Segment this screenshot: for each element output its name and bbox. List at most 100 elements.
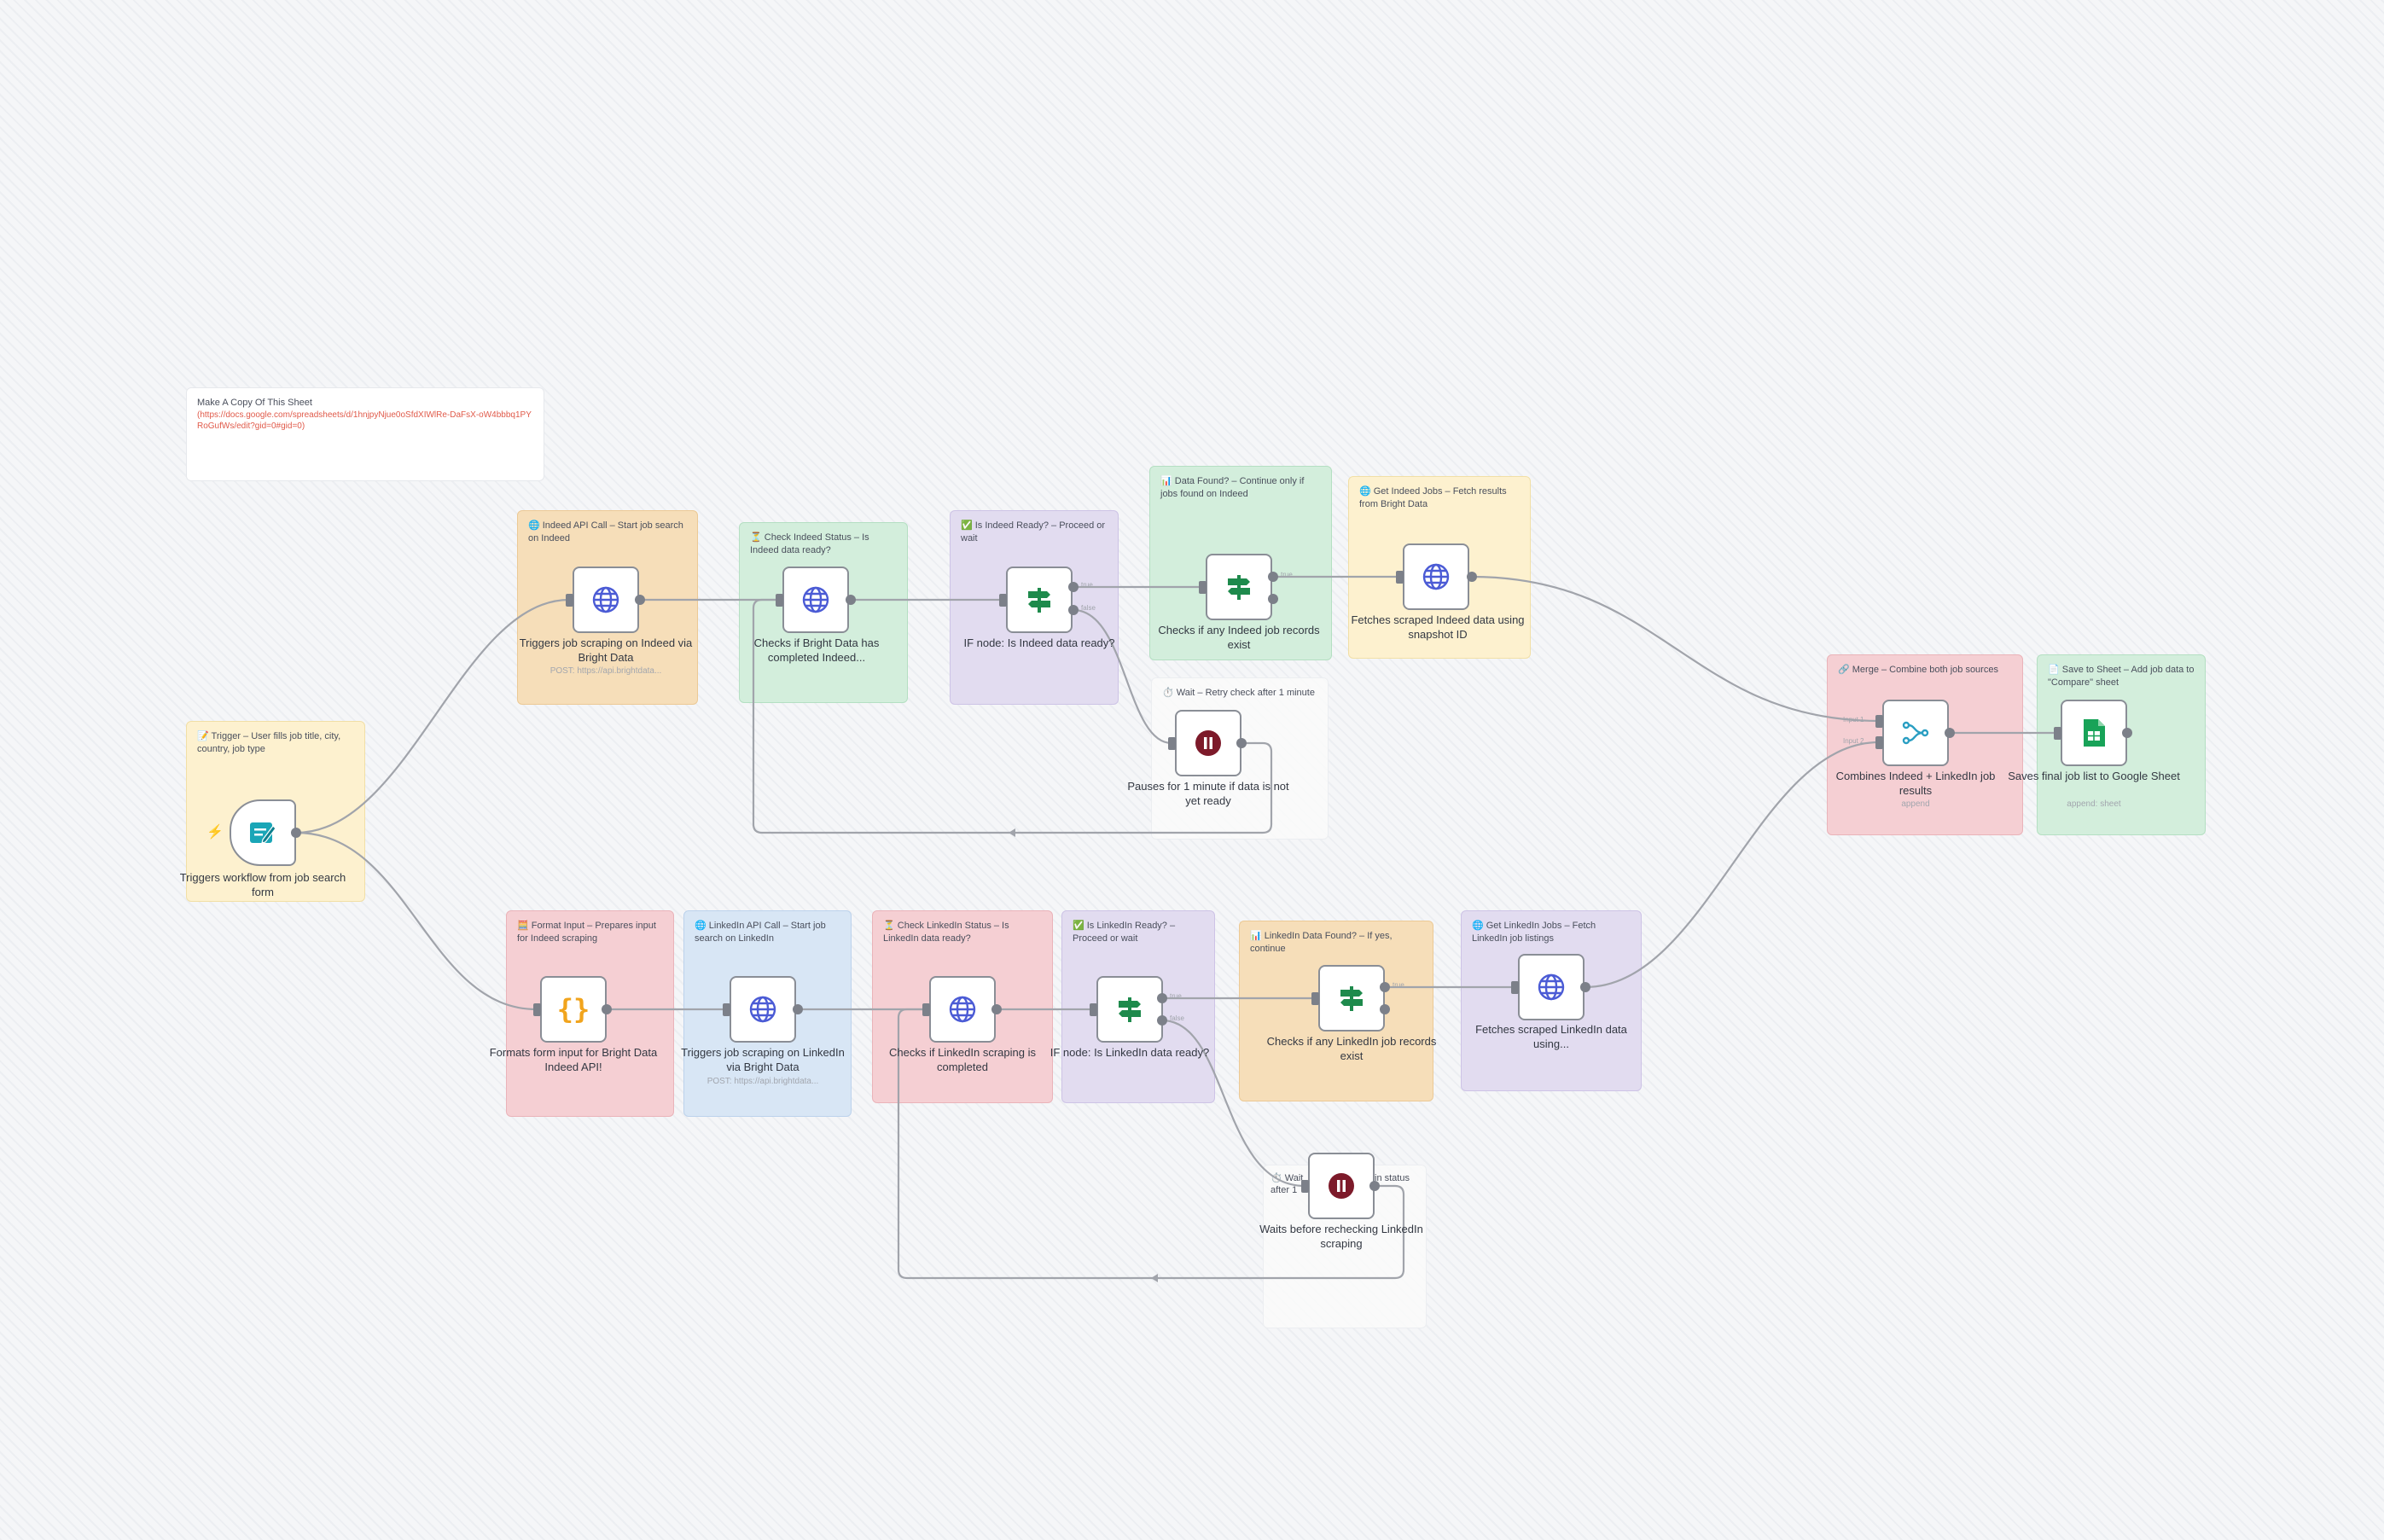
indeed-records-true-label: true [1281, 571, 1293, 578]
port-check-indeed-in[interactable] [776, 594, 783, 607]
node-save[interactable] [2061, 700, 2127, 766]
node-check-indeed[interactable] [782, 567, 849, 633]
port-indeed-records-false[interactable] [1268, 594, 1278, 604]
port-linkedin-records-false[interactable] [1380, 1004, 1390, 1014]
port-wait-linkedin-in[interactable] [1301, 1180, 1309, 1193]
node-fetch-linkedin-label: Fetches scraped LinkedIn data using... [1475, 1023, 1627, 1050]
globe-icon [1422, 562, 1451, 591]
port-fetch-linkedin-in[interactable] [1511, 981, 1519, 994]
node-if-indeed[interactable] [1006, 567, 1073, 633]
if-indeed-false-label: false [1081, 604, 1096, 612]
node-fetch-indeed[interactable] [1403, 543, 1469, 610]
braces-icon: {} [556, 993, 590, 1026]
port-form-trigger-out[interactable] [291, 828, 301, 838]
sheets-icon [2081, 718, 2107, 748]
if-linkedin-true-label: true [1170, 992, 1182, 1000]
port-merge-in2[interactable] [1875, 736, 1883, 749]
port-wait-linkedin-out[interactable] [1369, 1181, 1380, 1191]
node-indeed-records-label: Checks if any Indeed job records exist [1158, 624, 1320, 651]
node-indeed-records[interactable] [1206, 554, 1272, 620]
signpost-icon [1337, 984, 1366, 1013]
globe-icon [1537, 973, 1566, 1002]
signpost-icon [1115, 995, 1144, 1024]
node-linkedin-records[interactable] [1318, 965, 1385, 1032]
sticky-linkedin-ready-text: ✅ Is LinkedIn Ready? – Proceed or wait [1073, 921, 1176, 944]
node-if-linkedin[interactable] [1096, 976, 1163, 1043]
port-indeed-records-true[interactable] [1268, 572, 1278, 582]
port-indeed-scrape-in[interactable] [566, 594, 573, 607]
port-if-indeed-false[interactable] [1068, 605, 1079, 615]
port-if-indeed-in[interactable] [999, 594, 1007, 607]
port-fetch-indeed-out[interactable] [1467, 572, 1477, 582]
port-merge-out[interactable] [1945, 728, 1955, 738]
node-if-linkedin-label: IF node: Is LinkedIn data ready? [1050, 1046, 1210, 1059]
sticky-save-sheet-text: 📄 Save to Sheet – Add job data to "Compa… [2048, 665, 2195, 688]
node-save-label: Saves final job list to Google Sheet [2008, 770, 2180, 782]
port-fetch-indeed-in[interactable] [1396, 571, 1404, 584]
copy-sheet-link[interactable]: (https://docs.google.com/spreadsheets/d/… [197, 410, 532, 432]
sticky-data-found-text: 📊 Data Found? – Continue only if jobs fo… [1160, 476, 1305, 499]
loop-arrow-linkedin [1151, 1274, 1158, 1282]
port-wait-indeed-in[interactable] [1168, 737, 1176, 750]
node-merge[interactable] [1882, 700, 1949, 766]
linkedin-records-true-label: true [1393, 981, 1404, 989]
node-wait-indeed-label: Pauses for 1 minute if data is not yet r… [1127, 780, 1289, 807]
node-fetch-linkedin[interactable] [1518, 954, 1584, 1020]
port-format-out[interactable] [602, 1004, 612, 1014]
port-check-linkedin-out[interactable] [991, 1004, 1002, 1014]
node-form-trigger[interactable] [230, 799, 296, 866]
port-fetch-linkedin-out[interactable] [1580, 982, 1590, 992]
sticky-wait-linkedin-text-c: in status [1375, 1173, 1410, 1183]
node-check-linkedin[interactable] [929, 976, 996, 1043]
globe-icon [948, 995, 977, 1024]
node-wait-indeed[interactable] [1175, 710, 1241, 776]
port-check-indeed-out[interactable] [846, 595, 856, 605]
node-fetch-indeed-label: Fetches scraped Indeed data using snapsh… [1351, 613, 1525, 641]
merge-input2-label: Input 2 [1843, 737, 1864, 745]
if-indeed-true-label: true [1081, 581, 1093, 589]
port-format-in[interactable] [533, 1003, 541, 1016]
copy-sheet-note[interactable]: Make A Copy Of This Sheet (https://docs.… [186, 387, 544, 481]
port-indeed-records-in[interactable] [1199, 581, 1207, 594]
port-check-linkedin-in[interactable] [922, 1003, 930, 1016]
port-linkedin-scrape-out[interactable] [793, 1004, 803, 1014]
node-indeed-scrape[interactable] [573, 567, 639, 633]
node-form-trigger-label: Triggers workflow from job search form [179, 871, 346, 898]
sticky-get-indeed-text: 🌐 Get Indeed Jobs – Fetch results from B… [1359, 486, 1507, 509]
form-icon [247, 819, 278, 846]
port-merge-in1[interactable] [1875, 715, 1883, 728]
sticky-trigger-text: 📝 Trigger – User fills job title, city, … [197, 731, 341, 754]
node-wait-linkedin-label: Waits before rechecking LinkedIn scrapin… [1259, 1223, 1423, 1250]
port-linkedin-scrape-in[interactable] [723, 1003, 730, 1016]
node-format-label: Formats form input for Bright Data Indee… [489, 1046, 658, 1073]
globe-icon [591, 585, 620, 614]
port-save-in[interactable] [2054, 727, 2061, 740]
sticky-indeed-api-text: 🌐 Indeed API Call – Start job search on … [528, 520, 683, 543]
node-format[interactable]: {} [540, 976, 607, 1043]
node-merge-label: Combines Indeed + LinkedIn job results [1835, 770, 1996, 797]
sticky-format-input-text: 🧮 Format Input – Prepares input for Inde… [517, 921, 656, 944]
node-save-sub: append: sheet [2067, 799, 2121, 809]
node-linkedin-scrape-label: Triggers job scraping on LinkedIn via Br… [681, 1046, 845, 1073]
sticky-linkedin-found-text: 📊 LinkedIn Data Found? – If yes, continu… [1250, 931, 1393, 954]
sticky-wait-retry-text: ⏱️ Wait – Retry check after 1 minute [1162, 688, 1315, 698]
port-if-indeed-true[interactable] [1068, 582, 1079, 592]
trigger-bolt-icon: ⚡ [206, 825, 224, 840]
signpost-icon [1025, 585, 1054, 614]
port-wait-indeed-out[interactable] [1236, 738, 1247, 748]
sticky-check-linkedin-text: ⏳ Check LinkedIn Status – Is LinkedIn da… [883, 921, 1009, 944]
node-wait-linkedin[interactable] [1308, 1153, 1375, 1219]
node-linkedin-scrape[interactable] [730, 976, 796, 1043]
globe-icon [748, 995, 777, 1024]
port-linkedin-records-in[interactable] [1311, 992, 1319, 1005]
node-merge-sub: append [1901, 799, 1930, 809]
port-indeed-scrape-out[interactable] [635, 595, 645, 605]
signpost-icon [1224, 572, 1253, 601]
port-linkedin-records-true[interactable] [1380, 982, 1390, 992]
port-if-linkedin-false[interactable] [1157, 1015, 1167, 1026]
node-check-linkedin-label: Checks if LinkedIn scraping is completed [889, 1046, 1036, 1073]
port-save-out[interactable] [2122, 728, 2132, 738]
node-indeed-scrape-label: Triggers job scraping on Indeed via Brig… [519, 636, 693, 664]
port-if-linkedin-in[interactable] [1090, 1003, 1097, 1016]
port-if-linkedin-true[interactable] [1157, 993, 1167, 1003]
